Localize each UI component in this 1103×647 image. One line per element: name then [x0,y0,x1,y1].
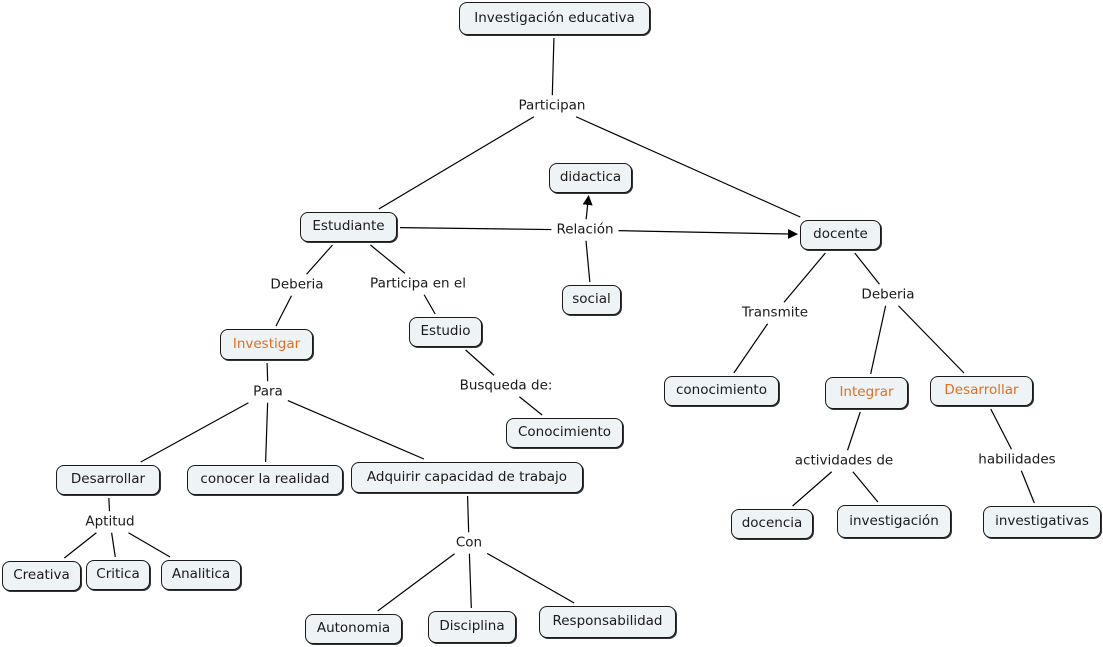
connection-integrar-actividades [846,411,861,451]
connection-aptitud-critica [111,532,116,558]
connection-con-disciplina [468,553,472,609]
concept-conocimiento-docente[interactable]: conocimiento [664,376,779,406]
connection-con-autonomia [377,553,455,612]
link-aptitud[interactable]: Aptitud [83,513,137,530]
link-relacion[interactable]: Relación [554,221,616,238]
connection-adquirir-con [466,495,470,533]
concept-desarrollar-habilidades[interactable]: Desarrollar [930,376,1033,406]
connection-relacion-docente [618,228,798,239]
connection-social-relacion [585,240,591,283]
connection-desarrollar_doc-habilidades [990,408,1013,450]
link-deberia-estudiante[interactable]: Deberia [268,276,326,293]
connection-deberia_doc-integrar [870,305,887,375]
connection-investigar-para [266,362,269,382]
connection-estudio-busqueda [465,349,495,376]
connection-deberia_est-investigar [275,295,293,327]
link-con[interactable]: Con [453,534,485,551]
concept-responsabilidad[interactable]: Responsabilidad [539,606,676,638]
connection-para-conocer [265,402,269,463]
concept-didactica[interactable]: didactica [549,163,632,193]
connection-docente-deberia_doc [854,252,880,285]
connection-docente-transmite [783,252,826,303]
concept-critica[interactable]: Critica [86,560,150,590]
concept-autonomia[interactable]: Autonomia [305,614,402,644]
link-busqueda-de[interactable]: Busqueda de: [457,377,555,394]
connection-estudiante-deberia_est [306,244,333,275]
connection-relacion-didactica [582,195,593,220]
connection-transmite-conocimiento_doc [733,323,769,374]
concept-integrar[interactable]: Integrar [825,377,908,409]
connection-busqueda-conocimiento_est [519,396,543,416]
connection-deberia_doc-desarrollar_doc [898,305,965,374]
link-participan[interactable]: Participan [516,97,588,114]
concept-investigacion[interactable]: investigación [837,505,951,538]
link-participa-en-el[interactable]: Participa en el [368,275,468,292]
concept-conocimiento-estudio[interactable]: Conocimiento [506,418,623,448]
connection-actividades-docencia [792,471,833,507]
connection-investigacion-participan [551,37,555,96]
concept-social[interactable]: social [562,285,621,315]
concept-conocer-la-realidad[interactable]: conocer la realidad [187,465,343,495]
connection-desarrollar_est-aptitud [108,497,111,512]
connection-participan-docente [575,116,801,218]
link-actividades-de[interactable]: actividades de [792,452,896,469]
connection-actividades-investigacion_act [852,471,879,503]
connection-habilidades-investigativas [1020,470,1035,504]
connection-para-desarrollar_est [140,402,249,463]
connection-participa_en-estudio [423,294,436,315]
concept-docente[interactable]: docente [800,220,881,250]
concept-disciplina[interactable]: Disciplina [428,611,516,643]
connection-estudiante-relacion [399,227,552,231]
connection-para-adquirir [287,399,425,460]
concept-adquirir-capacidad-de-trabajo[interactable]: Adquirir capacidad de trabajo [351,462,583,493]
link-transmite[interactable]: Transmite [739,304,811,321]
connection-con-responsabilidad [486,552,575,604]
concept-estudio[interactable]: Estudio [409,317,482,347]
link-habilidades[interactable]: habilidades [976,451,1058,468]
concept-investigar[interactable]: Investigar [220,329,313,360]
connection-participan-estudiante [378,116,535,210]
concept-desarrollar-aptitud[interactable]: Desarrollar [56,465,160,495]
connection-estudiante-participa_en [370,244,406,274]
concept-investigativas[interactable]: investigativas [983,506,1101,538]
connection-aptitud-creativa [63,532,97,559]
link-para[interactable]: Para [251,383,285,400]
concept-investigacion-educativa[interactable]: Investigación educativa [459,2,650,35]
concept-docencia[interactable]: docencia [731,509,813,539]
concept-creativa[interactable]: Creativa [2,561,81,591]
concept-analitica[interactable]: Analitica [161,560,241,590]
link-deberia-docente[interactable]: Deberia [859,286,917,303]
concept-estudiante[interactable]: Estudiante [300,212,397,242]
connection-aptitud-analitica [128,532,171,558]
